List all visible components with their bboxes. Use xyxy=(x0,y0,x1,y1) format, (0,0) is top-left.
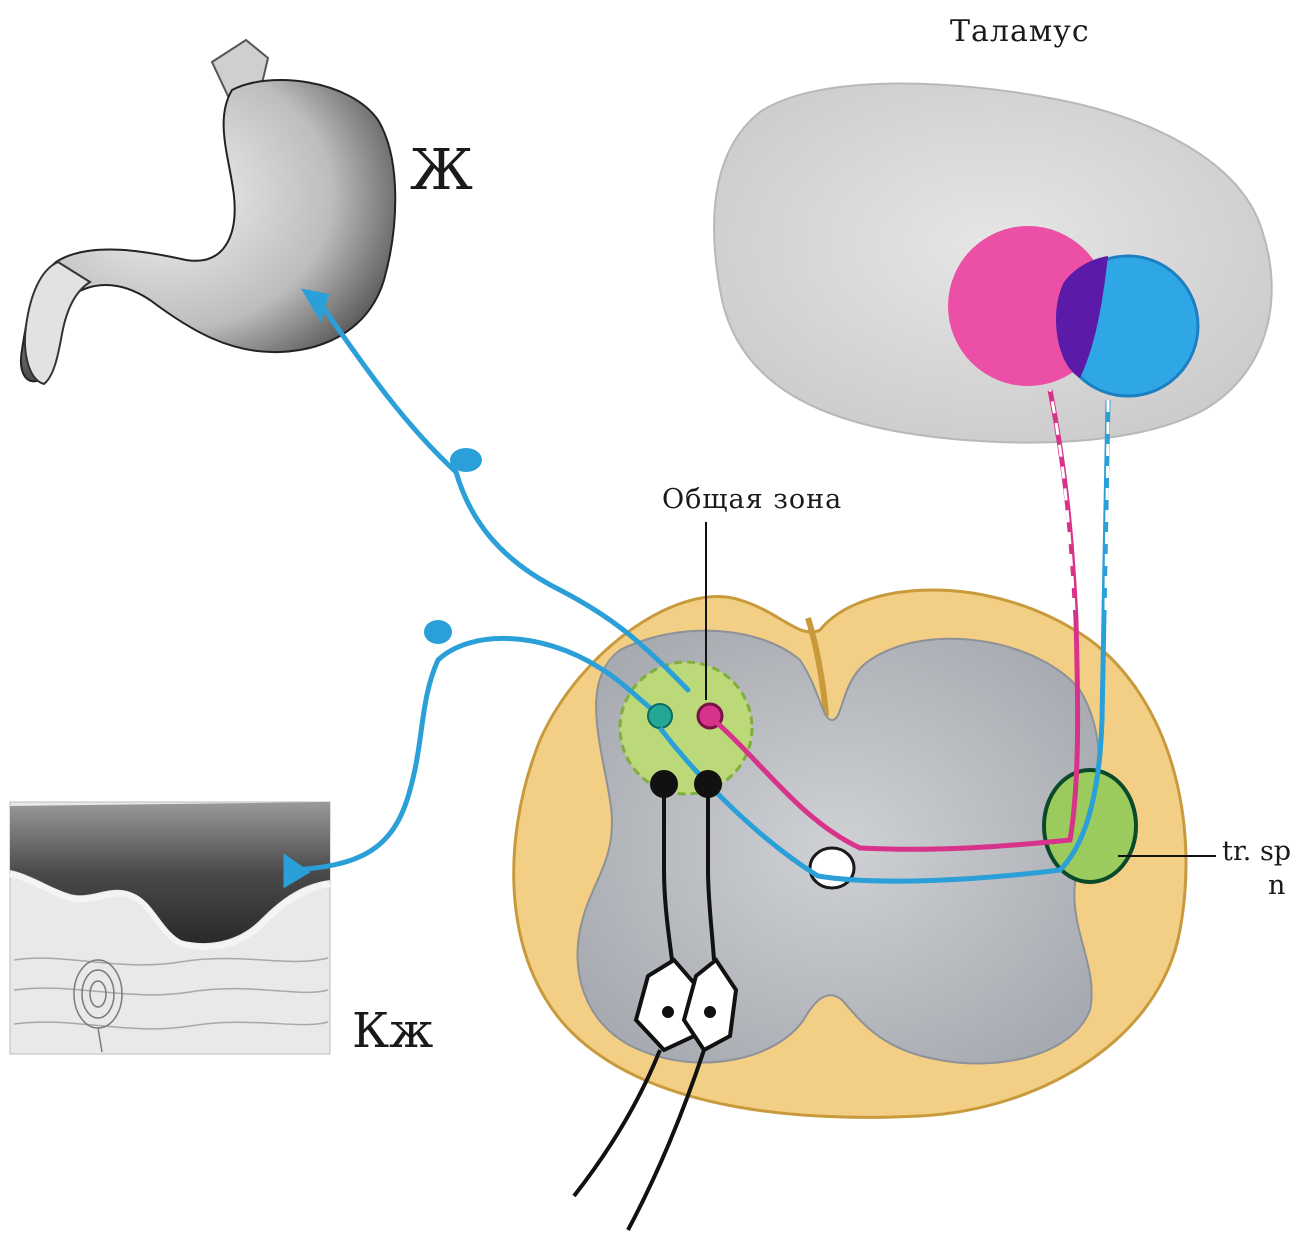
somatic-ganglion-cell xyxy=(424,620,452,644)
motor-terminal-2 xyxy=(696,772,720,796)
stomach-body xyxy=(21,80,395,381)
central-canal xyxy=(810,848,854,888)
stomach-label: Ж xyxy=(410,138,473,203)
stomach-duodenum xyxy=(25,262,90,384)
visceral-ganglion-cell xyxy=(450,448,482,472)
spinal-cord xyxy=(514,590,1186,1117)
tract-label-line1: tr. sp xyxy=(1222,836,1291,867)
common-zone xyxy=(620,662,752,794)
common-zone-label: Общая зона xyxy=(662,484,842,515)
skin-label: Кж xyxy=(352,1003,433,1059)
motor-terminal-1 xyxy=(652,772,676,796)
skin-section xyxy=(10,802,330,1054)
tract-label-line2: n xyxy=(1268,870,1285,901)
thalamus-label: Таламус xyxy=(950,14,1090,49)
visceral-second-neuron xyxy=(648,704,672,728)
thalamus xyxy=(714,83,1272,442)
spinothalamic-tract xyxy=(1044,770,1136,882)
